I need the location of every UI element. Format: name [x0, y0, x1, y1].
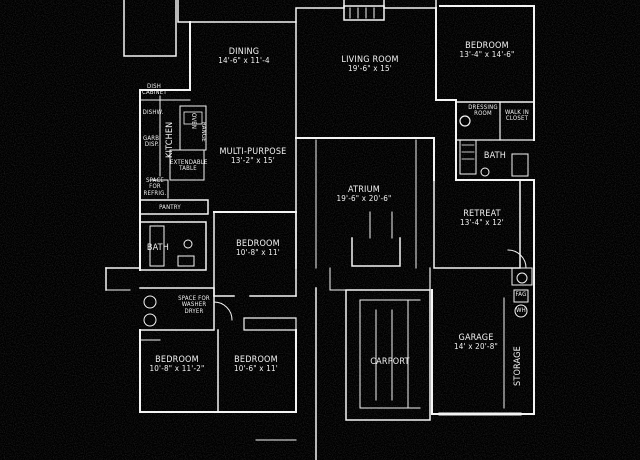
oven-label: OVEN — [186, 108, 197, 134]
room-bedroom-sw-dims: 10'-8" x 11'-2" — [149, 364, 205, 374]
extendable-table-text: EXTENDABLE TABLE — [170, 159, 208, 173]
room-dining: DINING 14'-6" x 11'-4 — [214, 47, 274, 66]
room-dressing-name: DRESSING ROOM — [468, 104, 498, 118]
room-garage-name: GARAGE — [458, 333, 494, 343]
water-heater-label: WH — [513, 307, 529, 314]
room-dressing: DRESSING ROOM — [468, 104, 498, 118]
room-master-bath: BATH — [480, 151, 510, 161]
room-multipurpose: MULTI-PURPOSE 13'-2" x 15' — [214, 147, 292, 166]
room-walkin-closet: WALK IN CLOSET — [502, 109, 532, 123]
dishwasher-text: DISHW. — [142, 109, 164, 116]
fag-label: FAG — [513, 291, 529, 298]
room-dining-name: DINING — [228, 47, 260, 57]
range-text: RANGE — [200, 122, 207, 142]
room-master-bedroom-name: BEDROOM — [465, 41, 509, 51]
extendable-table-label: EXTENDABLE TABLE — [170, 159, 208, 173]
room-storage-name: STORAGE — [513, 346, 523, 386]
washer-dryer-space-text: SPACE FOR WASHER DRYER — [178, 295, 210, 315]
room-walkin-closet-name: WALK IN CLOSET — [505, 109, 529, 123]
room-bedroom-s-dims: 10'-6" x 11' — [234, 364, 278, 374]
room-living: LIVING ROOM 19'-6" x 15' — [330, 55, 410, 74]
room-bedroom-s-name: BEDROOM — [234, 355, 278, 365]
dish-cabinet-label: DISH CABINET — [142, 83, 167, 97]
room-kitchen: KITCHEN — [165, 116, 178, 164]
room-hall-bath-name: BATH — [146, 243, 170, 253]
room-living-name: LIVING ROOM — [341, 55, 399, 65]
water-heater-text: WH — [516, 307, 526, 314]
room-bedroom-mid: BEDROOM 10'-8" x 11' — [228, 239, 288, 258]
room-bedroom-mid-dims: 10'-8" x 11' — [236, 248, 280, 258]
room-storage: STORAGE — [513, 338, 526, 394]
room-atrium-dims: 19'-6" x 20'-6" — [336, 194, 392, 204]
room-retreat-name: RETREAT — [463, 209, 501, 219]
room-master-bedroom: BEDROOM 13'-4" x 14'-6" — [448, 41, 526, 60]
room-master-bedroom-dims: 13'-4" x 14'-6" — [459, 50, 515, 60]
range-label: RANGE — [196, 118, 207, 146]
room-atrium-name: ATRIUM — [348, 185, 380, 195]
room-bedroom-mid-name: BEDROOM — [236, 239, 280, 249]
pantry-label: PANTRY — [158, 204, 182, 211]
room-dining-dims: 14'-6" x 11'-4 — [218, 56, 270, 66]
dish-cabinet-text: DISH CABINET — [142, 83, 167, 97]
room-multipurpose-dims: 13'-2" x 15' — [231, 156, 275, 166]
oven-text: OVEN — [190, 112, 197, 130]
room-living-dims: 19'-6" x 15' — [348, 64, 392, 74]
room-retreat-dims: 13'-4" x 12' — [460, 218, 504, 228]
dishwasher-label: DISHW. — [142, 109, 164, 116]
room-bedroom-sw-name: BEDROOM — [155, 355, 199, 365]
washer-dryer-space-label: SPACE FOR WASHER DRYER — [176, 295, 212, 315]
garbage-disposal-label: GARB. DISP. — [142, 135, 162, 149]
room-carport-name: CARPORT — [370, 357, 410, 367]
garbage-disposal-text: GARB. DISP. — [142, 135, 162, 149]
walls-group — [105, 0, 535, 460]
room-carport: CARPORT — [362, 357, 418, 367]
room-bedroom-s: BEDROOM 10'-6" x 11' — [224, 355, 288, 374]
room-garage-dims: 14' x 20'-8" — [454, 342, 498, 352]
refrigerator-space-text: SPACE FOR REFRIG. — [143, 177, 167, 197]
room-bedroom-sw: BEDROOM 10'-8" x 11'-2" — [142, 355, 212, 374]
fag-text: FAG — [515, 291, 527, 298]
room-hall-bath: BATH — [144, 243, 172, 253]
room-retreat: RETREAT 13'-4" x 12' — [452, 209, 512, 228]
refrigerator-space-label: SPACE FOR REFRIG. — [142, 177, 168, 197]
room-garage: GARAGE 14' x 20'-8" — [448, 333, 504, 352]
room-master-bath-name: BATH — [483, 151, 507, 161]
pantry-text: PANTRY — [159, 204, 181, 211]
room-atrium: ATRIUM 19'-6" x 20'-6" — [332, 185, 396, 204]
room-multipurpose-name: MULTI-PURPOSE — [219, 147, 287, 157]
room-kitchen-name: KITCHEN — [165, 121, 175, 159]
